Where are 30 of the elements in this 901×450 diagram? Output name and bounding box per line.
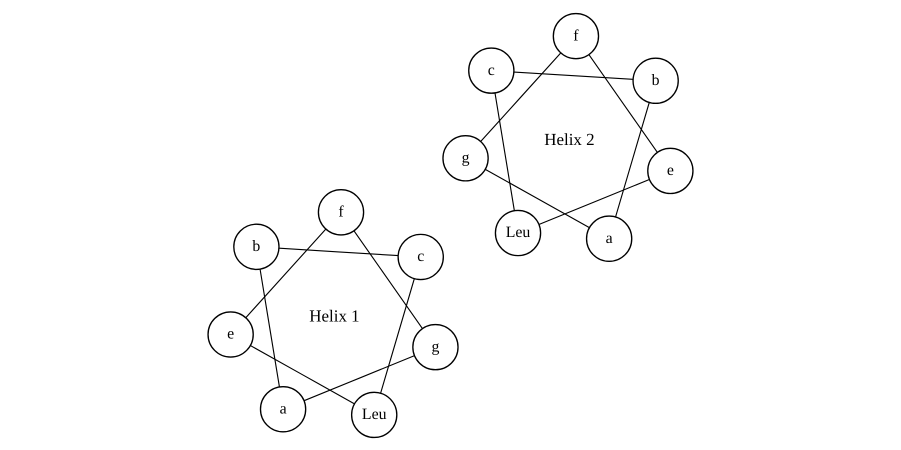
node-circle: f [318,188,364,236]
connector [354,230,423,328]
label: Helix 1 [309,306,360,325]
node-circle: e [207,310,254,358]
connector [480,52,562,142]
label: Helix 2 [544,130,595,149]
node-circle: e [647,147,694,194]
node-circle: Leu [350,391,398,438]
connector [538,178,650,224]
node-circle: c [397,233,444,280]
node-circle: a [260,385,306,432]
node-circle: c [468,46,515,94]
connector [279,247,398,256]
node-circle: b [632,57,679,104]
connector [514,70,633,80]
node-circle: b [233,223,280,270]
connector [615,102,650,216]
node-circle: g [412,323,459,370]
connector [588,54,658,152]
connector [260,268,280,386]
connector [250,344,355,404]
node-circle: Leu [494,209,542,256]
connector [304,354,414,401]
node-circle: a [586,214,632,262]
connector [485,168,590,228]
connector [380,278,415,393]
node-circle: g [442,134,489,182]
connector [246,228,326,318]
node-circle: f [552,12,600,59]
connector [494,92,515,210]
